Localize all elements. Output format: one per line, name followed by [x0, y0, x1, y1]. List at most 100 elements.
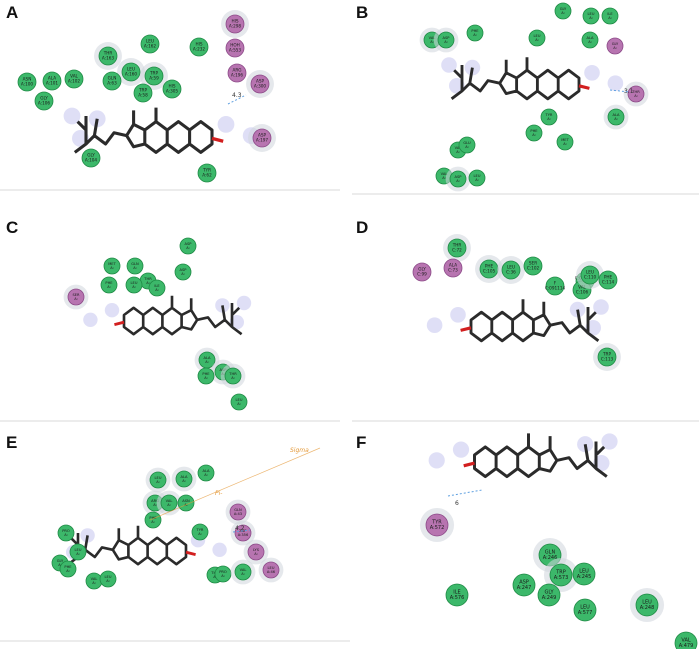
pi-sigma-line [149, 447, 321, 521]
residue-circle [225, 38, 245, 58]
residue-circle [144, 511, 162, 529]
hydroxyl-bond [114, 320, 125, 326]
ligand-structure [58, 525, 227, 566]
residue-circle [549, 563, 573, 587]
ligand-glow [63, 107, 81, 125]
residue-circle [545, 276, 565, 296]
residue-circle [525, 124, 543, 142]
residue-circle [512, 573, 536, 597]
residue-circle [230, 393, 248, 411]
residue-circle [57, 524, 75, 542]
residue-circle [501, 260, 521, 280]
residue-circle [601, 7, 619, 25]
residue-circle [17, 72, 37, 92]
panel-label: E [6, 433, 17, 452]
hbond-line [227, 94, 247, 105]
panel-label: B [356, 3, 368, 22]
residue-circle [144, 66, 164, 86]
residue-circle [189, 37, 209, 57]
residue-circle [98, 46, 118, 66]
residue-circle [148, 279, 166, 297]
ligand-glow [569, 301, 586, 318]
residue-circle [540, 108, 558, 126]
residue-circle [607, 108, 625, 126]
residue-circle [160, 494, 178, 512]
residue-circle [234, 524, 252, 542]
residue-circle [175, 470, 193, 488]
residue-circle [64, 69, 84, 89]
residue-circle [234, 563, 252, 581]
ligand-structure [83, 295, 252, 336]
ligand-structure [428, 433, 618, 479]
residue-circle [447, 238, 467, 258]
residue-circle [606, 37, 624, 55]
residue-circle [597, 347, 617, 367]
residue-circle [126, 257, 144, 275]
distance-label: 4.2 [235, 525, 245, 532]
ligand-glow [577, 436, 594, 453]
ligand-glow [83, 312, 98, 327]
residue-circle [99, 570, 117, 588]
hbond-line [609, 89, 631, 93]
hydroxyl-bond [463, 461, 475, 468]
ligand-glow [450, 307, 466, 323]
hbond-line [447, 489, 483, 497]
residue-circle [252, 128, 272, 148]
residue-circle [250, 74, 270, 94]
residue-circle [580, 265, 600, 285]
residue-circle [197, 367, 215, 385]
